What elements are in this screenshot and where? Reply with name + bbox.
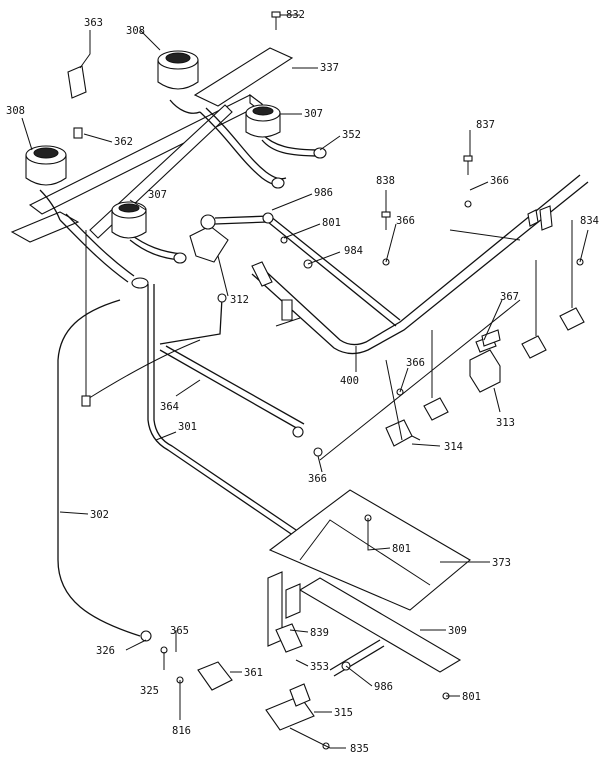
callout-314: 314 (444, 441, 463, 453)
burner-manifold (10, 47, 327, 289)
callout-839: 839 (310, 627, 329, 639)
callout-832: 832 (286, 9, 305, 21)
callout-366-c: 366 (406, 357, 425, 369)
hardware (271, 11, 584, 522)
callout-308-top: 308 (126, 25, 145, 37)
callout-309: 309 (448, 625, 467, 637)
callout-373: 373 (492, 557, 511, 569)
callout-986-top: 986 (314, 187, 333, 199)
callout-312: 312 (230, 294, 249, 306)
burner-307-right (245, 104, 281, 138)
callout-838: 838 (376, 175, 395, 187)
callout-984: 984 (344, 245, 363, 257)
broil-assembly (140, 489, 471, 750)
callout-834: 834 (580, 215, 599, 227)
callout-362: 362 (114, 136, 133, 148)
callout-315: 315 (334, 707, 353, 719)
callout-364: 364 (160, 401, 179, 413)
callout-361: 361 (244, 667, 263, 679)
callout-986-bottom: 986 (374, 681, 393, 693)
callout-labels: 363 308 832 337 308 307 362 352 837 838 … (6, 9, 599, 755)
callout-325: 325 (140, 685, 159, 697)
callout-337: 337 (320, 62, 339, 74)
callout-837: 837 (476, 119, 495, 131)
callout-801-bottom: 801 (462, 691, 481, 703)
callout-301: 301 (178, 421, 197, 433)
callout-326: 326 (96, 645, 115, 657)
callout-367: 367 (500, 291, 519, 303)
burner-308-left (25, 145, 67, 186)
callout-363: 363 (84, 17, 103, 29)
callout-366-d: 366 (308, 473, 327, 485)
callout-302: 302 (90, 509, 109, 521)
callout-307-front: 307 (148, 189, 167, 201)
callout-366-a: 366 (490, 175, 509, 187)
callout-801-top: 801 (322, 217, 341, 229)
callout-835: 835 (350, 743, 369, 755)
callout-365: 365 (170, 625, 189, 637)
callout-801-mid: 801 (392, 543, 411, 555)
valve-right-b (521, 335, 547, 359)
burner-308-top (157, 50, 199, 90)
callout-313: 313 (496, 417, 515, 429)
burner-307-front (111, 201, 147, 239)
callout-353: 353 (310, 661, 329, 673)
callout-366-b: 366 (396, 215, 415, 227)
callout-400: 400 (340, 375, 359, 387)
leader-lines (21, 14, 589, 749)
tubing (57, 230, 305, 637)
valve-left (423, 397, 449, 421)
callout-308-left: 308 (6, 105, 25, 117)
callout-307-right: 307 (304, 108, 323, 120)
callout-352: 352 (342, 129, 361, 141)
callout-816: 816 (172, 725, 191, 737)
valve-314 (385, 419, 421, 447)
valve-right-a (559, 307, 585, 331)
manifold-400 (189, 174, 589, 461)
